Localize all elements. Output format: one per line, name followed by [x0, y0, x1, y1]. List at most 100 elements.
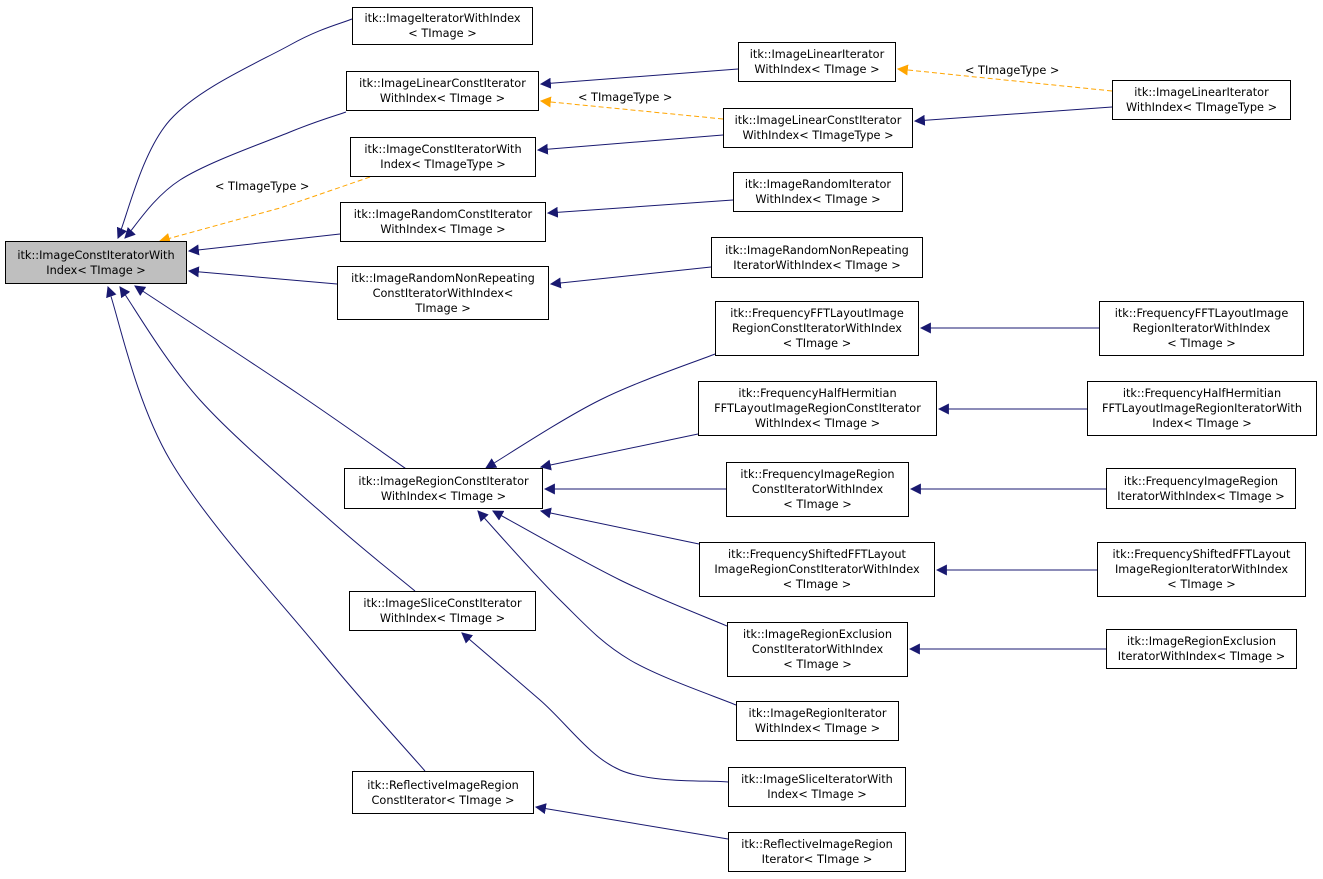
class-name-line: Iterator< TImage >: [761, 853, 873, 866]
class-name-line: itk::FrequencyHalfHermitian: [1122, 387, 1282, 400]
class-name-line: WithIndex< TImage >: [754, 417, 881, 430]
class-name-line: WithIndex< TImage >: [379, 612, 506, 625]
class-name-line: WithIndex< TImage >: [755, 193, 881, 206]
class-name-line: WithIndex< TImage >: [380, 489, 507, 503]
edge-ilii_t-to-ilii: [896, 64, 1113, 92]
class-name-line: itk::ImageSliceConstIterator: [363, 597, 522, 610]
class-name-line: < TImage >: [783, 498, 852, 511]
class-name-line: itk::ImageRandomConstIterator: [353, 208, 533, 221]
class-name-line: < TImage >: [783, 658, 852, 671]
class-name-line: RegionConstIteratorWithIndex: [732, 322, 902, 335]
class-name-line: itk::ImageRegionConstIterator: [358, 474, 529, 488]
edge-irnrci-to-root: [187, 266, 338, 285]
class-name-line: Index< TImage >: [767, 788, 867, 801]
class-name-line: Index< TImage >: [46, 263, 146, 277]
edge-ilci_t-to-ici_t: [536, 134, 724, 155]
edge-ilci-to-root: [124, 111, 347, 239]
edge-ilci_t-to-ilci: [539, 96, 724, 120]
class-name-line: WithIndex< TImage >: [754, 722, 881, 735]
class-name-line: ConstIterator< TImage >: [371, 793, 515, 807]
edge-rii-to-regci: [477, 510, 737, 706]
class-name-line: < TImage >: [1167, 337, 1236, 350]
class-name-line: IteratorWithIndex< TImage >: [733, 258, 901, 272]
class-name-line: < TImage >: [782, 578, 852, 591]
template-argument-label: < TImageType >: [965, 64, 1059, 77]
class-name-line: ConstIteratorWithIndex<: [372, 286, 514, 300]
class-name-line: < TImage >: [1167, 578, 1236, 591]
class-name-line: Index< TImageType >: [380, 158, 506, 171]
edge-fftci-to-regci: [485, 353, 716, 469]
class-name-line: < TImage >: [782, 337, 852, 350]
class-name-line: itk::ImageRandomIterator: [744, 178, 892, 191]
class-name-line: IteratorWithIndex< TImage >: [1117, 650, 1286, 663]
class-name-line: itk::ReflectiveImageRegion: [367, 778, 519, 792]
edge-iwi-to-root: [116, 18, 353, 240]
class-name-line: itk::FrequencyImageRegion: [1123, 474, 1279, 488]
class-name-line: ImageRegionConstIteratorWithIndex: [714, 563, 920, 576]
class-name-line: itk::FrequencyShiftedFFTLayout: [728, 548, 906, 561]
class-name-line: itk::FrequencyFFTLayoutImage: [1114, 307, 1289, 320]
class-name-line: itk::ImageRegionExclusion: [1126, 635, 1276, 648]
class-name-line: RegionIteratorWithIndex: [1132, 322, 1271, 335]
edge-hhci-to-regci: [539, 433, 699, 471]
edge-irci-to-root: [187, 233, 341, 256]
template-argument-label: < TImageType >: [215, 180, 309, 193]
class-name-line: itk::ImageConstIteratorWith: [17, 248, 175, 262]
class-name-line: itk::FrequencyHalfHermitian: [738, 387, 897, 400]
edge-ici_t-to-root: [158, 176, 371, 244]
class-name-line: ConstIteratorWithIndex: [751, 643, 884, 656]
class-name-line: TImage >: [415, 301, 471, 315]
class-name-line: Index< TImage >: [1152, 417, 1252, 430]
class-name-line: itk::FrequencyImageRegion: [740, 468, 895, 481]
class-name-line: itk::ImageLinearConstIterator: [359, 77, 526, 90]
class-name-line: WithIndex< TImageType >: [742, 129, 894, 142]
class-name-line: ConstIteratorWithIndex: [751, 483, 884, 496]
class-name-line: itk::ImageLinearConstIterator: [734, 114, 902, 127]
class-name-line: itk::ImageConstIteratorWith: [364, 143, 522, 156]
class-name-line: itk::ImageRandomNonRepeating: [725, 243, 909, 257]
edge-irnrii-to-irnrci: [549, 266, 712, 289]
edge-rfci-to-root: [106, 285, 426, 772]
class-name-line: WithIndex< TImage >: [379, 92, 506, 105]
class-name-line: WithIndex< TImage >: [380, 223, 506, 236]
edge-ilii_t-to-ilci_t: [913, 106, 1113, 126]
class-name-line: IteratorWithIndex< TImage >: [1117, 489, 1285, 503]
class-name-line: itk::ReflectiveImageRegion: [741, 838, 893, 851]
class-name-line: itk::ImageRandomNonRepeating: [351, 271, 535, 285]
edge-regci-to-root: [134, 285, 420, 479]
class-node-iwi[interactable]: itk::ImageIteratorWithIndex< TImage >: [352, 7, 533, 45]
class-name-line: ImageRegionIteratorWithIndex: [1114, 563, 1289, 576]
edge-fsci-to-regci: [539, 507, 700, 545]
edge-sii-to-sci: [461, 632, 729, 783]
class-name-line: WithIndex< TImage >: [754, 63, 880, 76]
edge-reci-to-regci: [492, 510, 728, 627]
